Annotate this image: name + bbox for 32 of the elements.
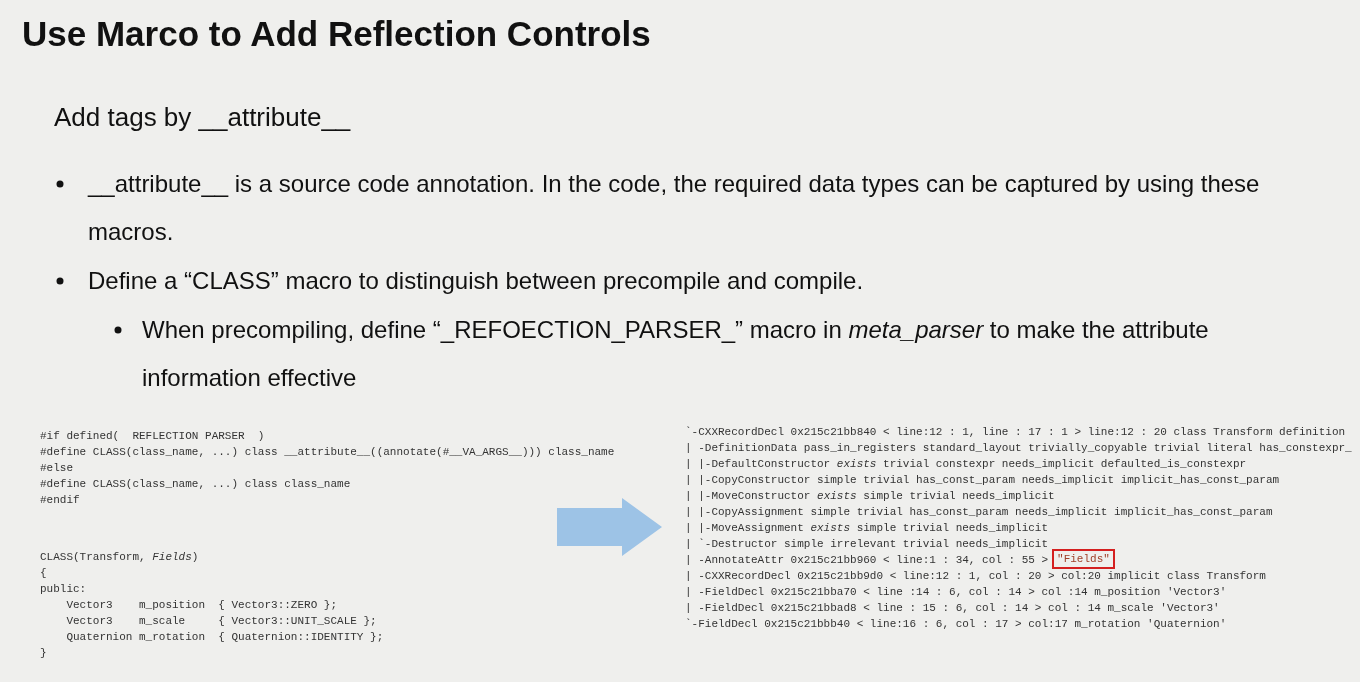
code-line: } bbox=[40, 646, 47, 661]
code-line: #define CLASS(class_name, ...) class __attribute__((annotate(#__VA_ARGS__))) class_name bbox=[40, 445, 615, 460]
code-line: public: bbox=[40, 582, 87, 597]
arrow bbox=[557, 498, 662, 556]
code-line: Vector3 m_scale { Vector3::UNIT_SCALE }; bbox=[65, 614, 377, 629]
code-line: CLASS(Transform, Fields) bbox=[40, 550, 199, 565]
code-line: | -AnnotateAttr 0x215c21bb960 < line:1 : 34, col : 55 > bbox=[685, 553, 1049, 568]
code-line: | |-MoveAssignment exists simple trivial needs_implicit bbox=[685, 521, 1049, 536]
code-line: | |-CopyConstructor simple trivial has_const_param needs_implicit implicit_has_const_param bbox=[685, 473, 1280, 488]
code-line: #if defined( REFLECTION PARSER ) bbox=[40, 429, 265, 444]
code-line: #endif bbox=[40, 493, 80, 508]
code-line: | `-Destructor simple irrelevant trivial needs_implicit bbox=[685, 537, 1049, 552]
highlight-box: "Fields" bbox=[1052, 549, 1115, 569]
code-line: | |-MoveConstructor exists simple trivial needs_implicit bbox=[685, 489, 1055, 504]
code-line: `-FieldDecl 0x215c21bbb40 < line:16 : 6, col : 17 > col:17 m_rotation 'Quaternion' bbox=[685, 617, 1227, 632]
bullet-text: Define a “CLASS” macro to distinguish between precompile and compile. bbox=[88, 266, 865, 296]
slide-title: Use Marco to Add Reflection Controls bbox=[22, 14, 651, 54]
code-line: | -DefinitionData pass_in_registers standard_layout trivially_copyable trivial literal has_constexpr_ bbox=[685, 441, 1352, 456]
code-line: { bbox=[40, 566, 47, 581]
bullet-text: __attribute__ is a source code annotation. In the code, the required data types can be captured by using these macros. bbox=[88, 169, 1261, 247]
code-line: #define CLASS(class_name, ...) class class_name bbox=[40, 477, 351, 492]
code-line: | |-CopyAssignment simple trivial has_const_param needs_implicit implicit_has_const_param bbox=[685, 505, 1273, 520]
code-line: | |-DefaultConstructor exists trivial constexpr needs_implicit defaulted_is_constexpr bbox=[685, 457, 1247, 472]
code-line: `-CXXRecordDecl 0x215c21bb840 < line:12 : 1, line : 17 : 1 > line:12 : 20 class Transform definition bbox=[685, 425, 1346, 440]
code-line: | -CXXRecordDecl 0x215c21bb9d0 < line:12 : 1, col : 20 > col:20 implicit class Transform bbox=[685, 569, 1266, 584]
code-line: #else bbox=[40, 461, 73, 476]
code-line: Vector3 m_position { Vector3::ZERO }; bbox=[65, 598, 338, 613]
subheading: Add tags by __attribute__ bbox=[54, 101, 352, 134]
code-line: | -FieldDecl 0x215c21bba70 < line :14 : 6, col : 14 > col :14 m_position 'Vector3' bbox=[685, 585, 1227, 600]
bullet-text: When precompiling, define “_REFOECTION_PARSER_” macro in meta_parser to make the attribute information effective bbox=[142, 315, 1210, 393]
code-line: Quaternion m_rotation { Quaternion::IDENTITY }; bbox=[65, 630, 384, 645]
code-line: | -FieldDecl 0x215c21bbad8 < line : 15 : 6, col : 14 > col : 14 m_scale 'Vector3' bbox=[685, 601, 1220, 616]
